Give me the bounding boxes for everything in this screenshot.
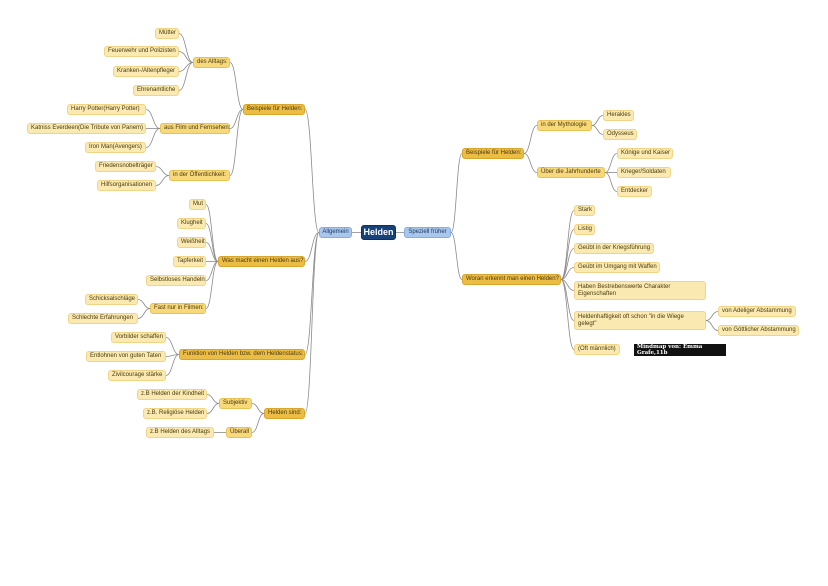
leaf-goettliche-abstammung[interactable]: von Göttlicher Abstammung [718,325,799,336]
leaf-schlechte-erfahrungen[interactable]: Schlechte Erfahrungen [68,313,138,324]
leaf-waffen[interactable]: Geübt im Umgang mit Waffen [574,262,660,273]
edge-node-beispiele-right-node-jahrhunderte [523,153,538,173]
leaf-weissheit[interactable]: Weißheit [177,237,206,248]
edge-branch-allgemein-node-was-macht [304,232,320,262]
edge-node-des-alltags-leaf-muetter [178,33,194,63]
edge-node-was-macht-leaf-weissheit [205,242,219,262]
leaf-krankenpfleger[interactable]: Kranken-/Altenpfleger [113,66,179,77]
leaf-kriegsfuehrung[interactable]: Geübt in der Kriegsführung [574,243,654,254]
node-fast-nur-filmen[interactable]: Fast nur in Filmen: [150,303,206,314]
branch-speziell-frueher[interactable]: Speziell früher [404,227,451,238]
edge-node-beispiele-right-node-mythologie [523,125,538,154]
root-node-helden[interactable]: Helden [361,225,396,240]
edge-node-woran-erkennt-leaf-waffen [560,267,575,280]
node-beispiele-right[interactable]: Beispiele für Helden: [462,148,524,159]
edge-node-fast-nur-filmen-leaf-schicksalschlaege [137,299,151,309]
edge-node-beispiele-left-node-des-alltags [229,62,244,110]
node-subjektiv[interactable]: Subjektiv [219,398,252,409]
leaf-katniss[interactable]: Katniss Everdeen(Die Tribute von Panem) [27,123,146,134]
edge-node-helden-sind-node-ueberall [251,413,265,433]
edge-node-was-macht-node-fast-nur-filmen [205,261,219,309]
edge-node-funktion-leaf-vorbilder [165,337,180,355]
leaf-krieger[interactable]: Krieger/Soldaten [617,167,671,178]
node-mythologie[interactable]: in der Mythologie [537,120,592,131]
leaf-friedensnobel[interactable]: Friedensnobelträger [95,161,156,172]
leaf-feuerwehr[interactable]: Feuerwehr und Polizisten [104,46,179,57]
node-jahrhunderte[interactable]: Über die Jahrhunderte [537,167,605,178]
node-beispiele-left[interactable]: Beispiele für Helden: [243,104,305,115]
leaf-entdecker[interactable]: Entdecker [617,186,652,197]
edge-branch-allgemein-node-beispiele-left [304,109,320,233]
edge-node-woran-erkennt-leaf-oft-maennlich [560,279,575,350]
leaf-zivilcourage[interactable]: Zivilcourage stärke [108,370,166,381]
leaf-odysseus[interactable]: Odysseus [603,129,637,140]
leaf-mut[interactable]: Mut [189,199,206,210]
edge-node-film-fernsehen-leaf-harry-potter [145,109,161,129]
node-helden-sind[interactable]: Helden sind: [264,408,305,419]
leaf-adelige-abstammung[interactable]: von Adeliger Abstammung [718,306,796,317]
leaf-oft-maennlich[interactable]: (Oft männlich) [574,344,620,355]
leaf-entlohnen[interactable]: Entlohnen von guten Taten [86,351,166,362]
leaf-koenige[interactable]: Könige und Kaiser [617,148,673,159]
edge-branch-allgemein-node-funktion [304,232,320,355]
leaf-muetter[interactable]: Mütter [155,28,179,39]
edge-node-mythologie-leaf-odysseus [591,125,604,135]
leaf-helden-kindheit[interactable]: z.B Helden der Kindheit [137,389,207,400]
leaf-iron-man[interactable]: Iron Man(Avengers) [85,142,146,153]
node-film-fernsehen[interactable]: aus Film und Fernsehen: [160,123,230,134]
branch-allgemein[interactable]: Allgemein [319,227,352,238]
edge-branch-speziell-frueher-node-beispiele-right [450,153,463,233]
edge-node-wiege-gelegt-leaf-adelige-abstammung [705,311,719,321]
leaf-helden-alltags[interactable]: z.B Helden des Alltags [146,427,214,438]
edge-branch-allgemein-node-helden-sind [304,232,320,414]
node-wiege-gelegt[interactable]: Heldenhaftigkeit oft schon "in die Wiege… [574,311,706,330]
edge-node-des-alltags-leaf-feuerwehr [178,51,194,63]
leaf-selbstloses-handeln[interactable]: Selbstloses Handeln [146,275,206,286]
leaf-tapferkeit[interactable]: Tapferkeit [173,256,206,267]
leaf-charakter-eigenschaften[interactable]: Haben Bestrebenswerte Charakter Eigensch… [574,281,706,300]
node-was-macht[interactable]: Was macht einen Helden aus? [218,256,305,267]
edge-node-des-alltags-leaf-ehrenamtliche [178,62,194,91]
leaf-stark[interactable]: Stark [574,205,595,216]
node-oeffentlichkeit[interactable]: in der Öffentlichkeit: [169,170,230,181]
edge-node-mythologie-leaf-herakles [591,115,604,126]
leaf-klugheit[interactable]: Klugheit [177,218,206,229]
edge-branch-speziell-frueher-node-woran-erkennt [450,232,463,280]
edge-node-film-fernsehen-leaf-iron-man [145,128,161,148]
edge-node-oeffentlichkeit-leaf-hilfsorganisationen [155,175,170,186]
edge-node-woran-erkennt-leaf-stark [560,210,575,280]
edge-node-subjektiv-leaf-helden-kindheit [206,394,220,404]
leaf-listig[interactable]: Listig [574,224,595,235]
leaf-religioese-helden[interactable]: z.B. Religiöse Helden [143,408,207,419]
edge-node-jahrhunderte-leaf-entdecker [604,172,618,192]
leaf-vorbilder[interactable]: Vorbilder schaffen [111,332,166,343]
leaf-hilfsorganisationen[interactable]: Hilfsorganisationen [97,180,156,191]
leaf-herakles[interactable]: Herakles [603,110,634,121]
leaf-ehrenamtliche[interactable]: Ehrenamtliche [133,85,179,96]
edge-node-woran-erkennt-leaf-listig [560,229,575,280]
leaf-schicksalschlaege[interactable]: Schicksalschläge [85,294,138,305]
leaf-harry-potter[interactable]: Harry Potter(Harry Potter) [67,104,146,115]
node-woran-erkennt[interactable]: Woran erkennt man einen Helden? [462,274,561,285]
edge-node-woran-erkennt-leaf-kriegsfuehrung [560,248,575,280]
node-funktion[interactable]: Funktion von Helden bzw. dem Heldenstatu… [179,349,305,360]
node-des-alltags[interactable]: des Alltags: [193,57,230,68]
edge-node-beispiele-left-node-oeffentlichkeit [229,109,244,176]
edge-node-was-macht-leaf-klugheit [205,223,219,262]
edge-node-funktion-leaf-zivilcourage [165,354,180,376]
edge-node-subjektiv-leaf-religioese-helden [206,403,220,414]
edge-node-beispiele-left-node-film-fernsehen [229,109,244,129]
edge-node-fast-nur-filmen-leaf-schlechte-erfahrungen [137,308,151,319]
edge-node-wiege-gelegt-leaf-goettliche-abstammung [705,320,719,331]
edge-node-oeffentlichkeit-leaf-friedensnobel [155,166,170,176]
author-signature: Mindmap von: Emma Grafe,11b [634,344,726,356]
node-ueberall[interactable]: Überall [226,427,252,438]
edge-node-jahrhunderte-leaf-koenige [604,153,618,173]
edge-node-helden-sind-node-subjektiv [251,403,265,414]
